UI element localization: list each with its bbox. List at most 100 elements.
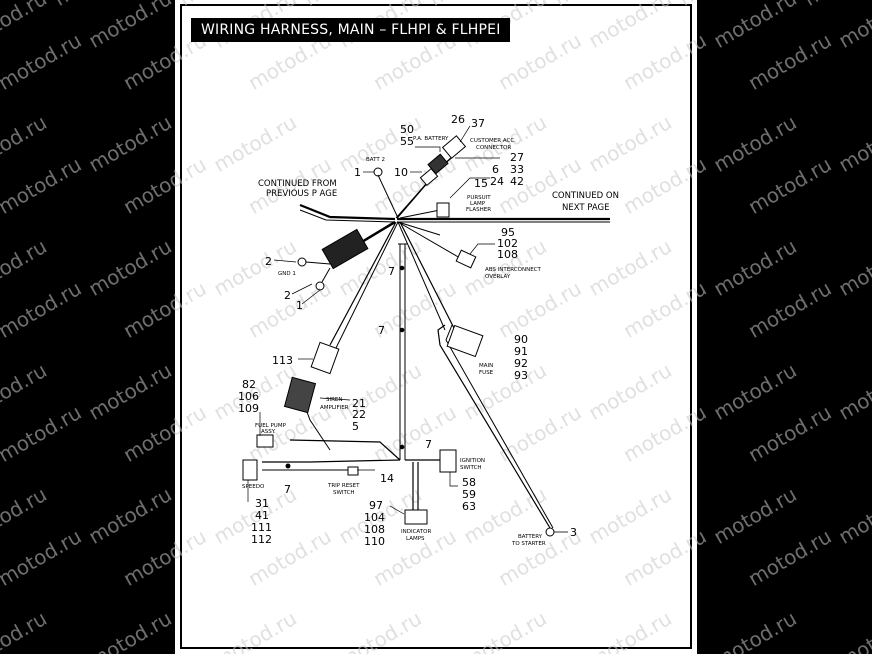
label-abs-1: ABS INTERCONNECT bbox=[485, 267, 542, 273]
callout-112: 112 bbox=[251, 533, 272, 546]
callout-104: 104 bbox=[364, 511, 385, 524]
callout-7-a: 7 bbox=[388, 265, 395, 278]
text-layer: CONTINUED FROM PREVIOUS P AGE CONTINUED … bbox=[238, 113, 619, 548]
watermark-text: motod.ru bbox=[0, 28, 85, 95]
callout-95: 95 bbox=[501, 226, 515, 239]
continued-on-line2: NEXT PAGE bbox=[562, 203, 610, 213]
label-speedo: SPEEDO bbox=[242, 484, 265, 490]
callout-82: 82 bbox=[242, 378, 256, 391]
label-indicator-2: LAMPS bbox=[406, 536, 425, 542]
label-pursuit-1: PURSUIT bbox=[467, 195, 491, 201]
watermark-text: motod.ru bbox=[709, 482, 800, 549]
watermark-text: motod.ru bbox=[744, 152, 835, 219]
watermark-text: motod.ru bbox=[834, 606, 872, 654]
watermark-text: motod.ru bbox=[334, 606, 425, 654]
watermark-text: motod.ru bbox=[119, 152, 210, 219]
callout-108-b: 108 bbox=[364, 523, 385, 536]
watermark-text: motod.ru bbox=[619, 276, 710, 343]
callout-41: 41 bbox=[255, 509, 269, 522]
callout-10: 10 bbox=[394, 166, 408, 179]
continued-on-line1: CONTINUED ON bbox=[552, 191, 619, 201]
watermark-text: motod.ru bbox=[119, 276, 210, 343]
watermark-text: motod.ru bbox=[834, 482, 872, 549]
callout-7-b: 7 bbox=[378, 324, 385, 337]
callout-58: 58 bbox=[462, 476, 476, 489]
label-customer-acc-1: CUSTOMER ACC. bbox=[470, 138, 516, 144]
watermark-text: motod.ru bbox=[744, 400, 835, 467]
callout-24: 24 bbox=[490, 175, 504, 188]
watermark-text: motod.ru bbox=[584, 482, 675, 549]
callout-21: 21 bbox=[352, 397, 366, 410]
label-main-fuse-1: MAIN bbox=[479, 363, 493, 369]
leader-lines bbox=[247, 125, 500, 515]
label-main-fuse-2: FUSE bbox=[479, 370, 494, 376]
callout-1-batt2: 1 bbox=[354, 166, 361, 179]
watermark-text: motod.ru bbox=[834, 0, 872, 53]
callout-102: 102 bbox=[497, 237, 518, 250]
watermark-text: motod.ru bbox=[119, 400, 210, 467]
watermark-text: motod.ru bbox=[119, 524, 210, 591]
diagram-frame bbox=[180, 4, 692, 649]
label-trip-reset-2: SWITCH bbox=[333, 490, 355, 496]
callout-110: 110 bbox=[364, 535, 385, 548]
watermark-text: motod.ru bbox=[709, 0, 800, 53]
callout-90: 90 bbox=[514, 333, 528, 346]
callout-3: 3 bbox=[570, 526, 577, 539]
watermark-text: motod.ru bbox=[84, 234, 175, 301]
connectors bbox=[242, 135, 484, 525]
callout-33: 33 bbox=[510, 163, 524, 176]
callout-91: 91 bbox=[514, 345, 528, 358]
callout-109: 109 bbox=[238, 402, 259, 415]
callout-42: 42 bbox=[510, 175, 524, 188]
callout-26: 26 bbox=[451, 113, 465, 126]
watermark-text: motod.ru bbox=[584, 358, 675, 425]
watermark-text: motod.ru bbox=[619, 400, 710, 467]
callout-55: 55 bbox=[400, 135, 414, 148]
callout-113: 113 bbox=[272, 354, 293, 367]
label-pa-battery: P.A. BATTERY bbox=[413, 136, 449, 142]
watermark-text: motod.ru bbox=[0, 152, 85, 219]
label-gnd1: GND 1 bbox=[278, 271, 296, 277]
label-pursuit-2: LAMP bbox=[470, 201, 486, 207]
watermark-text: motod.ru bbox=[0, 358, 51, 425]
label-fuel-pump-1: FUEL PUMP bbox=[255, 423, 287, 429]
callout-15: 15 bbox=[474, 177, 488, 190]
watermark-text: motod.ru bbox=[209, 606, 300, 654]
callout-2-a: 2 bbox=[265, 255, 272, 268]
wires bbox=[262, 149, 610, 537]
watermark-text: motod.ru bbox=[84, 110, 175, 177]
watermark-text: motod.ru bbox=[334, 358, 425, 425]
label-batt2: BATT 2 bbox=[366, 157, 385, 163]
callout-2-b: 2 bbox=[284, 289, 291, 302]
watermark-text: motod.ru bbox=[834, 358, 872, 425]
callout-50: 50 bbox=[400, 123, 414, 136]
callout-27: 27 bbox=[510, 151, 524, 164]
callout-5: 5 bbox=[352, 420, 359, 433]
watermark-text: motod.ru bbox=[584, 0, 675, 53]
watermark-text: motod.ru bbox=[584, 110, 675, 177]
watermark-text: motod.ru bbox=[584, 606, 675, 654]
watermark-text: motod.ru bbox=[84, 606, 175, 654]
watermark-text: motod.ru bbox=[459, 358, 550, 425]
watermark-text: motod.ru bbox=[584, 234, 675, 301]
watermark-text: motod.ru bbox=[709, 110, 800, 177]
watermark-text: motod.ru bbox=[619, 28, 710, 95]
label-customer-acc-2: CONNECTOR bbox=[476, 145, 511, 151]
watermark-text: motod.ru bbox=[209, 110, 300, 177]
watermark-text: motod.ru bbox=[709, 234, 800, 301]
watermark-text: motod.ru bbox=[0, 234, 51, 301]
continued-from-line1: CONTINUED FROM bbox=[258, 179, 337, 189]
label-ignition-2: SWITCH bbox=[460, 465, 482, 471]
label-trip-reset-1: TRIP RESET bbox=[327, 483, 360, 489]
callout-106: 106 bbox=[238, 390, 259, 403]
callout-63: 63 bbox=[462, 500, 476, 513]
watermark-text: motod.ru bbox=[0, 524, 85, 591]
watermark-text: motod.ru bbox=[619, 524, 710, 591]
watermark-text: motod.ru bbox=[459, 606, 550, 654]
label-siren-2: AMPLIFIER bbox=[320, 405, 349, 411]
continued-from-line2: PREVIOUS P AGE bbox=[266, 189, 337, 199]
watermark-text: motod.ru bbox=[744, 524, 835, 591]
callout-6: 6 bbox=[492, 163, 499, 176]
